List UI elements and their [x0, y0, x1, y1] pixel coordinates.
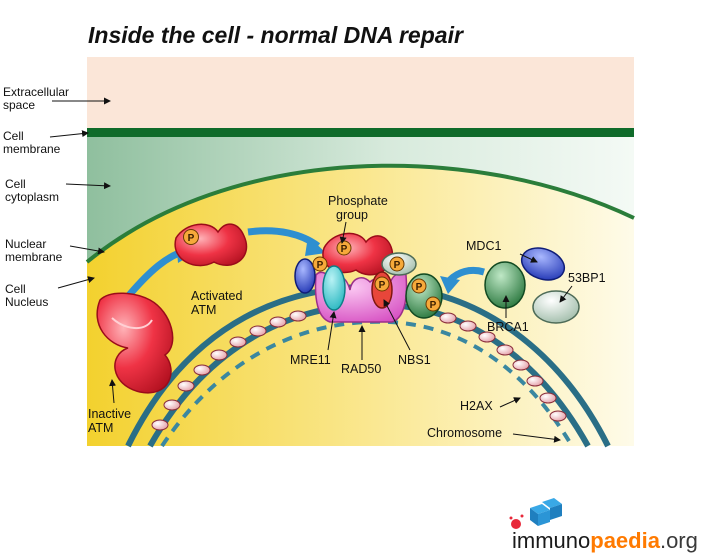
label-chromosome: Chromosome	[427, 426, 502, 440]
h2ax-beads	[151, 310, 567, 431]
label-cell-nucleus: Cell Nucleus	[5, 282, 49, 309]
label-nbs1: NBS1	[398, 353, 431, 367]
extracellular-space	[87, 57, 634, 129]
53bp1-protein	[532, 290, 580, 324]
mre11-left-subunit	[294, 258, 316, 294]
immunopaedia-logo: immunopaedia.org	[512, 528, 698, 553]
phosphate-icons-complex: P P P P P P	[312, 240, 441, 312]
label-53bp1: 53BP1	[568, 271, 606, 285]
label-phosphate-group: Phosphate group	[328, 194, 391, 222]
label-brca1: BRCA1	[487, 320, 529, 334]
label-mre11: MRE11	[290, 353, 331, 367]
label-h2ax: H2AX	[460, 399, 493, 413]
activated-atm-protein	[174, 223, 248, 267]
label-inactive-atm: Inactive ATM	[88, 407, 135, 435]
svg-text:P: P	[341, 244, 348, 255]
cell-membrane	[87, 128, 634, 137]
mdc1-arrow	[447, 266, 485, 283]
svg-text:P: P	[394, 260, 401, 271]
label-extracellular-space: Extracellular space	[3, 85, 70, 112]
immunopaedia-logo-icon	[509, 498, 562, 529]
nuclear-membrane	[85, 163, 635, 264]
label-cell-membrane: Cell membrane	[3, 129, 61, 156]
page-title: Inside the cell - normal DNA repair	[88, 22, 463, 48]
inactive-atm-protein	[96, 292, 174, 394]
mdc1-protein	[520, 247, 566, 281]
svg-text:P: P	[317, 260, 324, 271]
label-rad50: RAD50	[341, 362, 381, 376]
label-activated-atm: Activated ATM	[191, 289, 246, 317]
phosphate-icon: P	[183, 229, 199, 245]
svg-text:P: P	[430, 300, 437, 311]
pointer-lines	[49, 97, 573, 443]
svg-text:P: P	[416, 282, 423, 293]
label-cell-cytoplasm: Cell cytoplasm	[5, 177, 60, 204]
mdc1-arrow-head	[440, 276, 460, 294]
svg-text:P: P	[188, 233, 195, 244]
brca1-protein	[484, 261, 526, 309]
label-mdc1: MDC1	[466, 239, 501, 253]
label-nuclear-membrane: Nuclear membrane	[5, 237, 63, 264]
mre11-protein	[322, 265, 346, 311]
svg-text:P: P	[379, 280, 386, 291]
recruit-arrow-head	[305, 236, 326, 256]
